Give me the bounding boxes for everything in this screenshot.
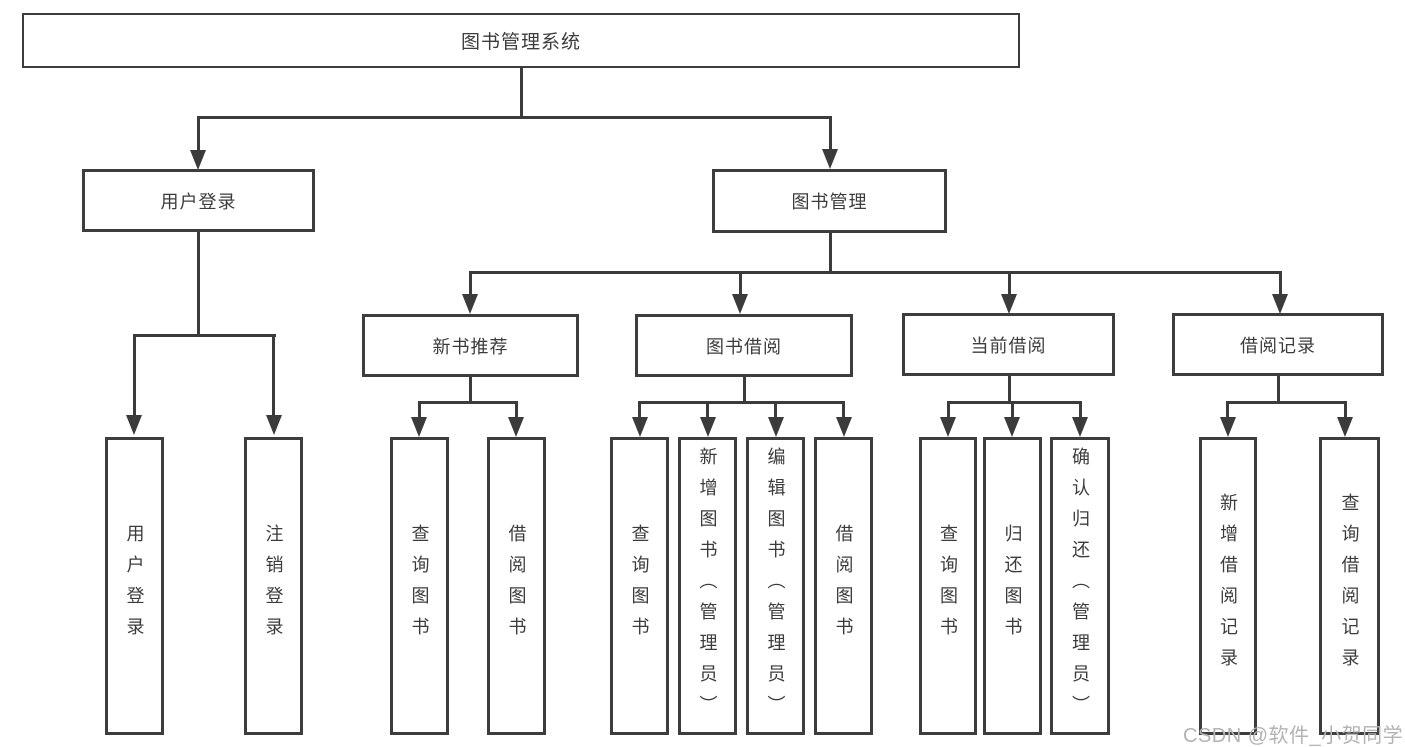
arrow-down-icon <box>462 294 478 314</box>
connector-arrow-shaft <box>196 116 200 150</box>
connector-arrow-shaft <box>1278 271 1282 294</box>
arrow-down-icon <box>126 415 142 435</box>
arrow-down-icon <box>822 149 838 169</box>
arrow-down-icon <box>1219 417 1236 437</box>
arrow-down-icon <box>699 417 716 437</box>
node-leaf-query-books-current: 查询图书 <box>919 437 977 735</box>
connector-arrow-shaft <box>132 334 136 415</box>
connector-recommend-stem <box>468 377 472 404</box>
connector-book-mgmt-stem <box>828 233 832 274</box>
node-leaf-borrow-books-recommend: 借阅图书 <box>487 437 546 735</box>
node-leaf-query-books-recommend: 查询图书 <box>390 437 449 735</box>
arrow-down-icon <box>411 417 427 437</box>
node-leaf-confirm-return-admin: 确认归还（管理员） <box>1050 437 1110 735</box>
arrow-down-icon <box>835 417 852 437</box>
arrow-down-icon <box>940 417 956 437</box>
node-leaf-query-borrow-record: 查询借阅记录 <box>1319 437 1380 735</box>
connector-arrow-shaft <box>514 401 518 417</box>
connector-arrow-shaft <box>1010 401 1014 417</box>
connector-arrow-shaft <box>638 401 641 417</box>
connector-arrow-shaft <box>828 116 832 149</box>
connector-current-stem <box>1007 376 1011 404</box>
connector-borrowing-stem <box>742 377 746 404</box>
arrow-down-icon <box>631 417 648 437</box>
connector-arrow-shaft <box>468 271 472 294</box>
connector-arrow-shaft <box>774 401 777 417</box>
connector-current-rail <box>946 401 1081 404</box>
arrow-down-icon <box>1072 417 1088 437</box>
connector-records-stem <box>1276 376 1280 404</box>
node-book-borrowing: 图书借阅 <box>635 314 853 377</box>
node-leaf-edit-book-admin: 编辑图书（管理员） <box>746 437 805 735</box>
node-leaf-add-book-admin: 新增图书（管理员） <box>678 437 737 735</box>
arrow-down-icon <box>190 150 206 170</box>
arrow-down-icon <box>1337 417 1353 437</box>
connector-records-rail <box>1226 401 1347 404</box>
connector-root-stem <box>519 68 523 118</box>
connector-arrow-shaft <box>842 401 845 417</box>
node-leaf-return-book: 归还图书 <box>983 437 1042 735</box>
connector-user-login-rail <box>132 334 276 337</box>
node-leaf-user-login: 用户登录 <box>105 437 164 735</box>
node-new-book-recommend: 新书推荐 <box>362 314 579 377</box>
arrow-down-icon <box>732 294 748 314</box>
connector-arrow-shaft <box>738 271 742 294</box>
connector-root-rail <box>196 116 832 119</box>
node-leaf-borrow-books: 借阅图书 <box>814 437 873 735</box>
connector-arrow-shaft <box>1007 271 1011 294</box>
connector-arrow-shaft <box>946 401 950 417</box>
connector-arrow-shaft <box>1343 401 1347 417</box>
arrow-down-icon <box>508 417 524 437</box>
arrow-down-icon <box>1272 294 1288 314</box>
csdn-watermark: CSDN @软件_小贺同学 <box>1183 725 1404 747</box>
node-leaf-add-borrow-record: 新增借阅记录 <box>1199 437 1257 735</box>
arrow-down-icon <box>767 417 784 437</box>
connector-borrowing-rail <box>638 401 845 404</box>
node-borrowing-records: 借阅记录 <box>1172 313 1384 376</box>
connector-user-login-stem <box>196 232 200 337</box>
connector-arrow-shaft <box>1078 401 1082 417</box>
node-leaf-logout: 注销登录 <box>244 437 303 735</box>
node-library-management-system: 图书管理系统 <box>22 13 1020 68</box>
connector-arrow-shaft <box>706 401 709 417</box>
arrow-down-icon <box>265 415 282 435</box>
connector-recommend-rail <box>417 401 518 404</box>
connector-book-mgmt-rail <box>468 271 1282 274</box>
node-user-login: 用户登录 <box>82 169 315 232</box>
connector-arrow-shaft <box>1226 401 1229 417</box>
arrow-down-icon <box>1001 294 1017 314</box>
connector-arrow-shaft <box>417 401 421 417</box>
arrow-down-icon <box>1004 417 1020 437</box>
node-leaf-query-books-borrowing: 查询图书 <box>610 437 669 735</box>
connector-arrow-shaft <box>272 334 275 415</box>
node-current-borrowing: 当前借阅 <box>902 313 1115 376</box>
node-book-management: 图书管理 <box>712 169 947 233</box>
